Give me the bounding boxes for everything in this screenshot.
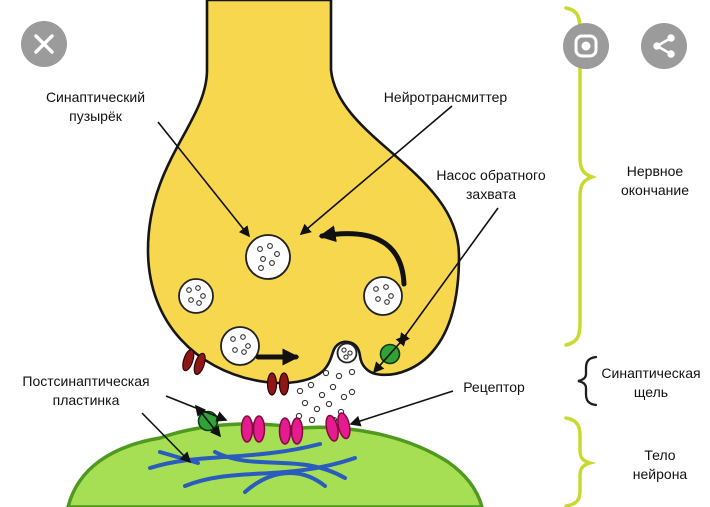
brace-synaptic-cleft <box>577 355 598 407</box>
brace-nerve-ending <box>564 6 597 347</box>
postsynaptic-fibers <box>148 442 357 494</box>
label-reuptake-pump: Насос обратного захвата <box>436 167 546 202</box>
synaptic-vesicle <box>245 234 291 280</box>
share-button[interactable] <box>641 23 687 69</box>
label-synaptic-vesicle: Синаптический пузырёк <box>45 89 146 124</box>
vesicle-contents <box>257 243 280 271</box>
pointer-reuptake-pump <box>399 207 499 345</box>
pointer-synaptic-vesicle <box>157 121 251 238</box>
neurotransmitter-molecules <box>295 368 356 424</box>
close-button[interactable] <box>21 21 67 67</box>
pointer-neurotransmitter <box>299 105 453 236</box>
synaptic-vesicle <box>220 326 260 366</box>
receptor <box>278 417 304 445</box>
vesicle-movement-arrow <box>318 225 407 287</box>
brace-neuron-body <box>564 416 597 507</box>
label-neuron-body: Тело нейрона <box>632 447 688 482</box>
label-neurotransmitter: Нейротрансмиттер <box>383 89 508 105</box>
lens-icon <box>574 34 598 58</box>
receptor <box>325 412 351 442</box>
vesicle-contents <box>186 285 206 306</box>
pointer-postsynaptic-plate-1 <box>165 395 228 422</box>
pointer-postsynaptic-plate-2 <box>141 412 192 464</box>
label-postsynaptic-plate: Постсинаптическая пластинка <box>22 373 150 408</box>
synaptic-vesicle <box>178 278 214 314</box>
presynaptic-channel <box>266 372 290 396</box>
receptor <box>240 415 266 443</box>
lens-search-button[interactable] <box>563 23 609 69</box>
fusing-vesicle <box>336 342 358 364</box>
vesicle-contents <box>230 334 251 355</box>
synaptic-vesicle <box>363 276 403 316</box>
postsynaptic-cell <box>66 422 484 507</box>
pointer-receptor <box>349 390 454 427</box>
close-icon <box>34 34 54 54</box>
label-nerve-ending: Нервное окончание <box>620 163 689 198</box>
label-receptor: Рецептор <box>463 379 525 395</box>
vesicle-contents <box>373 284 394 305</box>
membrane-pump <box>194 404 222 438</box>
label-synaptic-cleft: Синаптическая щель <box>601 365 701 400</box>
share-icon <box>653 34 675 58</box>
presynaptic-channel <box>182 348 206 376</box>
